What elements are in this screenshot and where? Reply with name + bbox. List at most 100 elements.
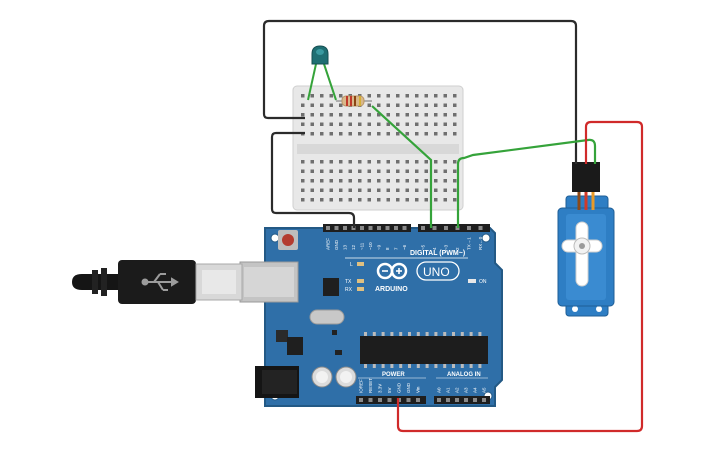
breadboard-hole[interactable] <box>301 94 305 98</box>
breadboard-hole[interactable] <box>453 103 457 108</box>
breadboard-hole[interactable] <box>348 160 353 164</box>
breadboard-hole[interactable] <box>310 169 315 174</box>
breadboard-hole[interactable] <box>434 94 438 98</box>
breadboard-hole[interactable] <box>396 122 400 127</box>
header-pin[interactable] <box>406 398 411 402</box>
resistor[interactable] <box>336 95 372 107</box>
breadboard-hole[interactable] <box>358 169 362 174</box>
breadboard-hole[interactable] <box>329 113 334 117</box>
breadboard-hole[interactable] <box>301 122 305 127</box>
header-pin[interactable] <box>437 398 441 402</box>
breadboard-hole[interactable] <box>424 103 429 108</box>
breadboard-hole[interactable] <box>443 113 448 117</box>
breadboard-hole[interactable] <box>329 132 334 136</box>
led[interactable] <box>307 45 337 101</box>
breadboard-hole[interactable] <box>367 113 372 117</box>
header-pin[interactable] <box>387 398 392 402</box>
breadboard-hole[interactable] <box>320 122 324 127</box>
breadboard-hole[interactable] <box>453 188 457 193</box>
breadboard-hole[interactable] <box>434 132 438 136</box>
breadboard-hole[interactable] <box>405 160 410 164</box>
breadboard-hole[interactable] <box>405 113 410 117</box>
breadboard-hole[interactable] <box>415 179 419 183</box>
breadboard-hole[interactable] <box>339 179 343 183</box>
wire-black-ground-arduino[interactable] <box>270 131 356 228</box>
breadboard-hole[interactable] <box>424 188 429 193</box>
breadboard-hole[interactable] <box>329 94 334 98</box>
breadboard-hole[interactable] <box>320 188 324 193</box>
breadboard-hole[interactable] <box>320 169 324 174</box>
servo-motor[interactable] <box>557 162 615 317</box>
breadboard-hole[interactable] <box>443 103 448 108</box>
header-pin[interactable] <box>385 226 390 230</box>
breadboard-hole[interactable] <box>301 188 305 193</box>
breadboard-hole[interactable] <box>443 179 448 183</box>
wire-red-5v-servo[interactable] <box>396 120 644 433</box>
breadboard-hole[interactable] <box>453 169 457 174</box>
header-pin[interactable] <box>482 398 486 402</box>
breadboard-hole[interactable] <box>329 122 334 127</box>
breadboard-hole[interactable] <box>415 198 419 202</box>
header-pin[interactable] <box>359 398 363 402</box>
breadboard-hole[interactable] <box>329 198 334 202</box>
breadboard-hole[interactable] <box>415 113 419 117</box>
breadboard-hole[interactable] <box>415 160 419 164</box>
header-pin[interactable] <box>478 226 483 230</box>
breadboard-hole[interactable] <box>320 113 324 117</box>
breadboard-hole[interactable] <box>377 198 381 202</box>
breadboard-hole[interactable] <box>377 103 381 108</box>
breadboard-hole[interactable] <box>386 169 391 174</box>
breadboard-hole[interactable] <box>434 160 438 164</box>
breadboard-hole[interactable] <box>348 132 353 136</box>
breadboard-hole[interactable] <box>348 113 353 117</box>
breadboard-hole[interactable] <box>443 169 448 174</box>
wire-black-ground-servo[interactable] <box>262 19 578 164</box>
wire-green-servo-signal[interactable] <box>456 138 597 228</box>
header-pin[interactable] <box>377 226 381 230</box>
breadboard-hole[interactable] <box>415 103 419 108</box>
breadboard-hole[interactable] <box>434 169 438 174</box>
breadboard-hole[interactable] <box>339 160 343 164</box>
header-pin[interactable] <box>473 398 477 402</box>
breadboard-hole[interactable] <box>310 160 315 164</box>
header-pin[interactable] <box>326 226 330 230</box>
breadboard-hole[interactable] <box>339 103 343 108</box>
header-pin[interactable] <box>360 226 364 230</box>
breadboard-hole[interactable] <box>424 132 429 136</box>
breadboard-hole[interactable] <box>348 169 353 174</box>
breadboard-hole[interactable] <box>367 179 372 183</box>
breadboard-hole[interactable] <box>396 198 400 202</box>
breadboard-hole[interactable] <box>453 198 457 202</box>
breadboard-hole[interactable] <box>339 169 343 174</box>
breadboard-hole[interactable] <box>424 198 429 202</box>
breadboard-hole[interactable] <box>301 179 305 183</box>
breadboard-hole[interactable] <box>377 113 381 117</box>
breadboard-hole[interactable] <box>396 169 400 174</box>
breadboard-hole[interactable] <box>339 94 343 98</box>
breadboard-hole[interactable] <box>453 132 457 136</box>
breadboard-hole[interactable] <box>386 132 391 136</box>
breadboard-hole[interactable] <box>453 160 457 164</box>
breadboard-hole[interactable] <box>377 122 381 127</box>
breadboard-hole[interactable] <box>310 113 315 117</box>
breadboard-hole[interactable] <box>329 188 334 193</box>
breadboard-hole[interactable] <box>396 103 400 108</box>
breadboard-hole[interactable] <box>415 169 419 174</box>
breadboard-hole[interactable] <box>310 179 315 183</box>
breadboard-hole[interactable] <box>310 188 315 193</box>
breadboard-hole[interactable] <box>405 169 410 174</box>
breadboard-hole[interactable] <box>367 103 372 108</box>
breadboard-hole[interactable] <box>310 122 315 127</box>
header-pin[interactable] <box>444 226 448 230</box>
breadboard-hole[interactable] <box>405 198 410 202</box>
breadboard-hole[interactable] <box>367 160 372 164</box>
breadboard-hole[interactable] <box>310 103 315 108</box>
breadboard-hole[interactable] <box>339 188 343 193</box>
breadboard-hole[interactable] <box>377 160 381 164</box>
breadboard-hole[interactable] <box>367 198 372 202</box>
breadboard-hole[interactable] <box>396 160 400 164</box>
wire-green-led-signal[interactable] <box>371 105 433 228</box>
breadboard-hole[interactable] <box>443 94 448 98</box>
header-pin[interactable] <box>416 398 420 402</box>
